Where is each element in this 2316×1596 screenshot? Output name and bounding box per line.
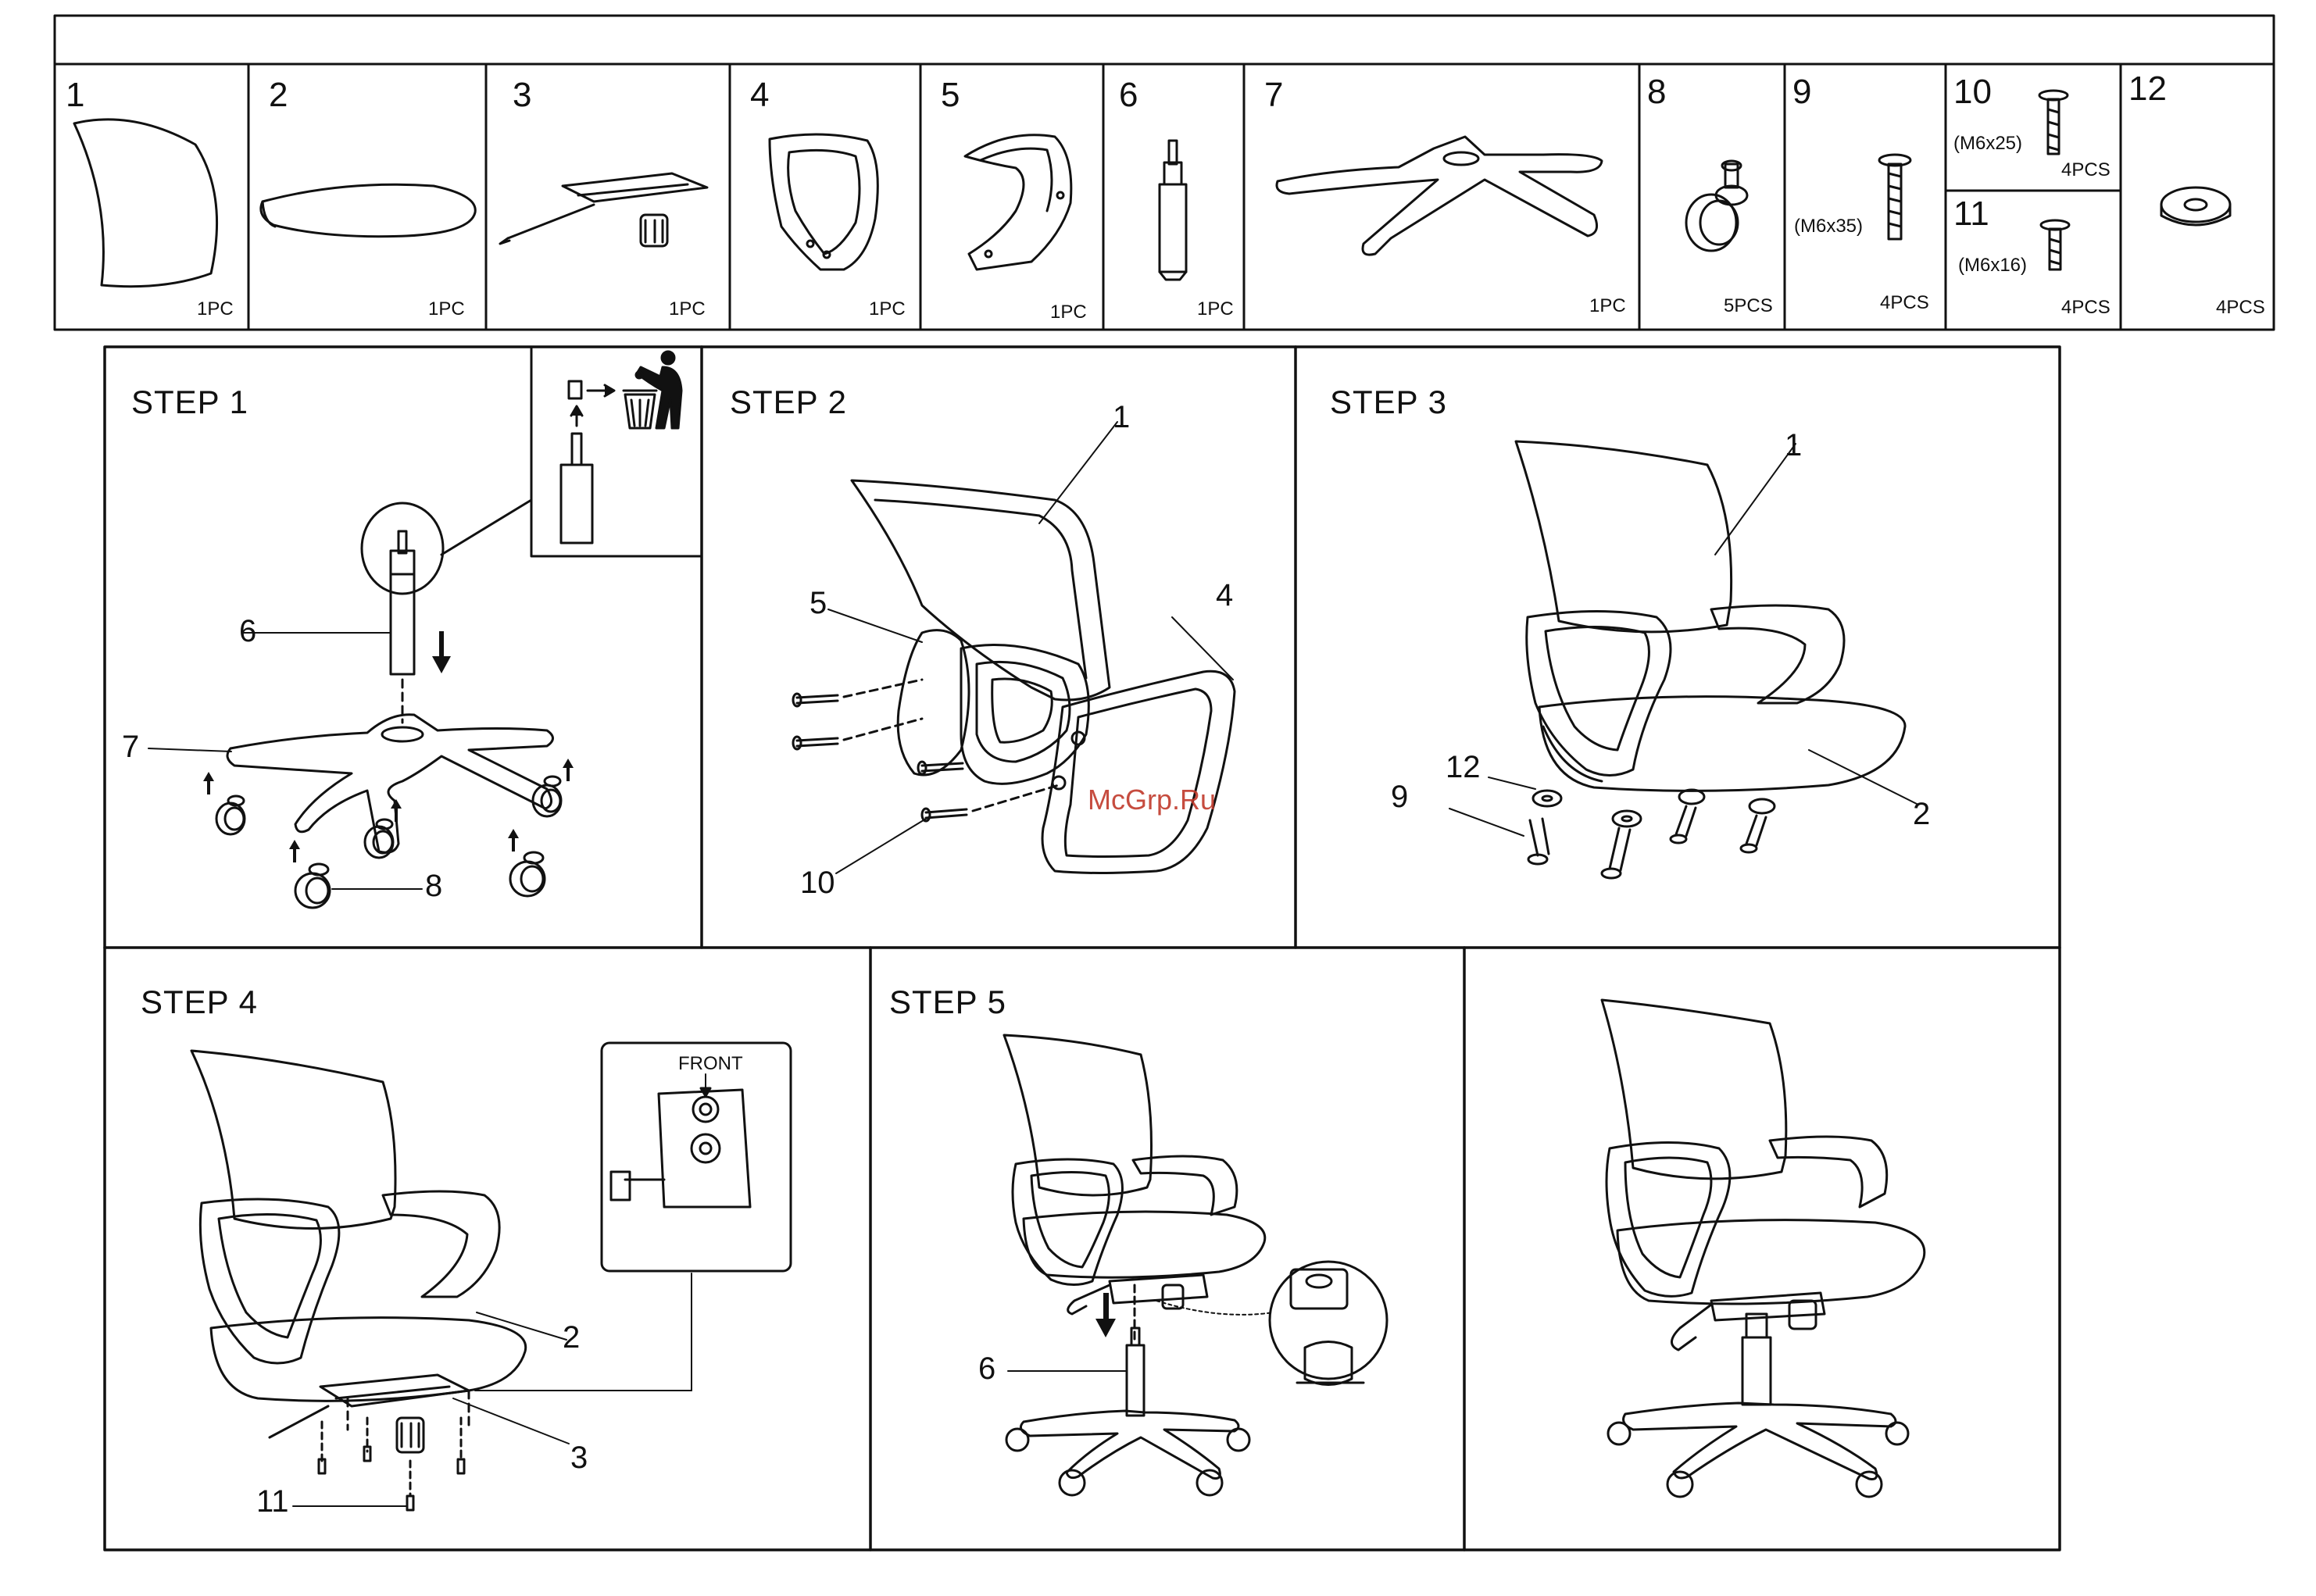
step-5-title: STEP 5 [889,986,1006,1019]
steps-frame [105,347,2060,1550]
trash-disposal-icon [617,352,695,430]
part-5-qty: 1PC [1050,303,1087,322]
part-3-mechanism-drawing [500,173,707,246]
step-2-callout-5: 5 [810,587,827,619]
part-12-qty: 4PCS [2216,298,2265,317]
part-10-bolt-drawing [2039,91,2068,154]
part-10-number: 10 [1953,75,1992,109]
step-5-drawing [1004,1035,1387,1495]
assembled-chair-drawing [1602,1000,1925,1497]
part-3-qty: 1PC [669,300,706,319]
part-3-number: 3 [513,78,531,112]
part-7-qty: 1PC [1589,297,1626,316]
part-8-caster-drawing [1686,161,1747,251]
part-4-qty: 1PC [869,300,906,319]
step-2-callout-4: 4 [1216,580,1233,611]
part-7-number: 7 [1264,78,1283,112]
step-1-callout-7: 7 [122,731,139,762]
step-4-inset-front-label: FRONT [678,1055,743,1073]
part-8-number: 8 [1647,75,1666,109]
step-5-callout-6: 6 [978,1353,995,1384]
part-7-base-drawing [1277,137,1602,255]
step-1-callout-6: 6 [239,616,256,647]
arrow-down-icon [430,630,453,675]
part-6-gas-lift-drawing [1160,141,1186,280]
step-1-drawing [148,352,681,908]
watermark: McGrp.Ru [1088,786,1216,814]
part-11-bolt-drawing [2041,220,2069,270]
part-10-spec: (M6x25) [1953,134,2022,153]
part-11-number: 11 [1953,197,1989,231]
part-5-number: 5 [941,78,960,112]
step-4-drawing [191,1043,791,1510]
step-3-drawing [1449,441,1918,878]
part-12-number: 12 [2128,72,2167,106]
part-9-qty: 4PCS [1880,294,1929,312]
step-4-callout-3: 3 [570,1442,588,1473]
step-3-callout-2: 2 [1913,798,1930,830]
step-4-callout-2: 2 [563,1322,580,1353]
step-4-callout-11: 11 [256,1486,289,1517]
part-4-armrest-drawing [770,134,877,270]
step-4-title: STEP 4 [141,986,258,1019]
part-2-number: 2 [269,78,288,112]
part-6-number: 6 [1119,78,1138,112]
part-6-qty: 1PC [1197,300,1234,319]
part-9-bolt-drawing [1879,155,1910,239]
part-11-qty: 4PCS [2061,298,2110,317]
step-3-title: STEP 3 [1330,386,1447,419]
part-9-number: 9 [1792,75,1811,109]
part-12-washer-drawing [2161,187,2230,225]
step-2-title: STEP 2 [730,386,847,419]
part-1-backrest-drawing [74,120,217,287]
part-2-qty: 1PC [428,300,465,319]
part-8-qty: 5PCS [1724,297,1773,316]
part-10-qty: 4PCS [2061,161,2110,180]
step-2-callout-10: 10 [800,867,835,898]
step-1-title: STEP 1 [131,386,248,419]
step-3-callout-9: 9 [1391,781,1408,812]
part-1-qty: 1PC [197,300,234,319]
step-2-callout-1: 1 [1113,402,1130,433]
part-4-number: 4 [750,78,769,112]
step-3-callout-12: 12 [1446,752,1481,783]
step-3-callout-1: 1 [1785,430,1802,461]
part-5-armrest-drawing [965,135,1071,270]
part-9-spec: (M6x35) [1794,217,1863,236]
part-1-number: 1 [66,78,84,112]
step-1-callout-8: 8 [425,870,442,902]
part-11-spec: (M6x16) [1958,256,2027,275]
part-2-seat-drawing [261,184,475,237]
